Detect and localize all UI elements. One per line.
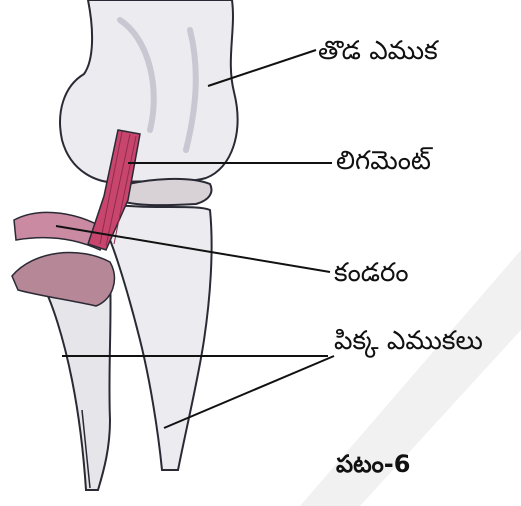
label-femur: తొడ ఎముక: [318, 38, 438, 64]
label-ligament: లిగమెంట్: [336, 148, 431, 174]
watermark-band: [300, 250, 521, 506]
label-leg-bones: పిక్క ఎముకలు: [334, 328, 483, 354]
tendon-cap: [12, 253, 114, 306]
meniscus: [118, 179, 211, 205]
label-tendon: కండరం: [334, 260, 409, 286]
figure-caption: పటం-6: [336, 452, 410, 476]
femur-bone: [60, 0, 237, 183]
